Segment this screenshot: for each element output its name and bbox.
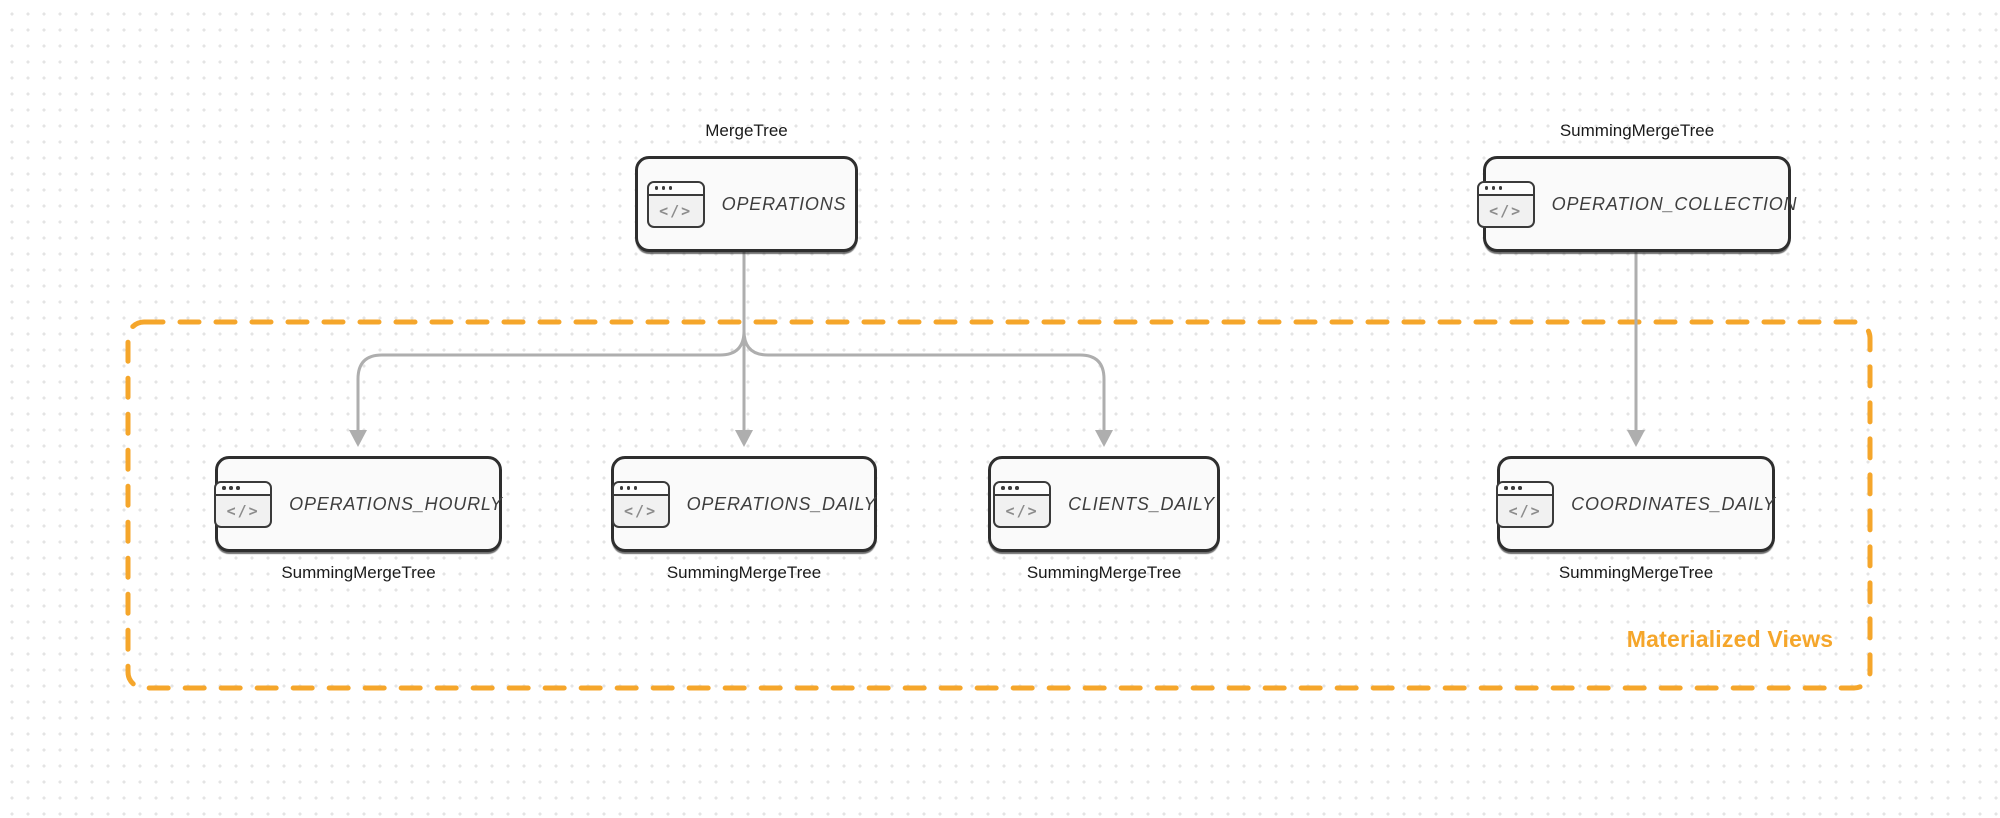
engine-label: SummingMergeTree <box>1026 563 1182 582</box>
code-glyph: </> <box>624 501 658 520</box>
node-title: CLIENTS_DAILY <box>1068 493 1215 514</box>
arrowhead-icon <box>1095 430 1113 447</box>
arrowhead-icon <box>349 430 367 447</box>
materialized-views-region-border[interactable] <box>125 319 1873 691</box>
node-group-operations-hourly: </> OPERATIONS_HOURLY SummingMergeTree <box>214 456 503 584</box>
arrowhead-icon <box>1627 430 1645 447</box>
node-title: OPERATION_COLLECTION <box>1551 193 1798 214</box>
node-group-operations-daily: </> OPERATIONS_DAILY SummingMergeTree <box>611 456 877 584</box>
code-glyph: </> <box>1508 501 1542 520</box>
node-title: OPERATIONS_HOURLY <box>289 493 503 514</box>
node-coordinates-daily[interactable]: </> COORDINATES_DAILY <box>1496 456 1776 552</box>
node-group-coordinates-daily: </> COORDINATES_DAILY SummingMergeTree <box>1496 456 1776 584</box>
node-title: OPERATIONS_DAILY <box>686 493 877 514</box>
window-dots-icon <box>1478 182 1533 196</box>
node-title: OPERATIONS <box>721 193 847 214</box>
code-window-icon: </> <box>214 480 273 528</box>
node-group-clients-daily: </> CLIENTS_DAILY SummingMergeTree <box>988 456 1220 584</box>
code-window-icon: </> <box>993 480 1052 528</box>
engine-label: SummingMergeTree <box>666 563 822 582</box>
edge-operations-to-operations-hourly[interactable] <box>349 252 746 447</box>
arrowhead-icon <box>735 430 753 447</box>
code-window-icon: </> <box>646 180 705 228</box>
engine-label: MergeTree <box>705 121 788 140</box>
node-operations-hourly[interactable]: </> OPERATIONS_HOURLY <box>214 456 503 552</box>
node-group-operation-collection: SummingMergeTree </> OPERATION_COLLECTIO… <box>1476 120 1797 252</box>
window-dots-icon <box>995 482 1050 496</box>
node-operation-collection[interactable]: </> OPERATION_COLLECTION <box>1476 156 1797 252</box>
engine-label: SummingMergeTree <box>1558 563 1714 582</box>
code-glyph: </> <box>1489 201 1523 220</box>
node-group-operations: MergeTree </> OPERATIONS <box>635 120 858 252</box>
node-title: COORDINATES_DAILY <box>1571 493 1776 514</box>
materialized-views-label: Materialized Views <box>1626 626 1834 652</box>
code-glyph: </> <box>1005 501 1039 520</box>
node-operations[interactable]: </> OPERATIONS <box>635 156 858 252</box>
window-dots-icon <box>613 482 668 496</box>
code-window-icon: </> <box>1476 180 1535 228</box>
code-window-icon: </> <box>1496 480 1555 528</box>
code-window-icon: </> <box>611 480 670 528</box>
code-glyph: </> <box>226 501 260 520</box>
engine-label: SummingMergeTree <box>1559 121 1715 140</box>
window-dots-icon <box>648 182 703 196</box>
code-glyph: </> <box>659 201 693 220</box>
node-clients-daily[interactable]: </> CLIENTS_DAILY <box>988 456 1220 552</box>
engine-label: SummingMergeTree <box>281 563 436 582</box>
window-dots-icon <box>216 482 271 496</box>
node-operations-daily[interactable]: </> OPERATIONS_DAILY <box>611 456 877 552</box>
edge-operations-to-clients-daily[interactable] <box>742 252 1113 447</box>
edge-operation-collection-to-coordinates-daily[interactable] <box>1627 252 1645 447</box>
window-dots-icon <box>1498 482 1553 496</box>
